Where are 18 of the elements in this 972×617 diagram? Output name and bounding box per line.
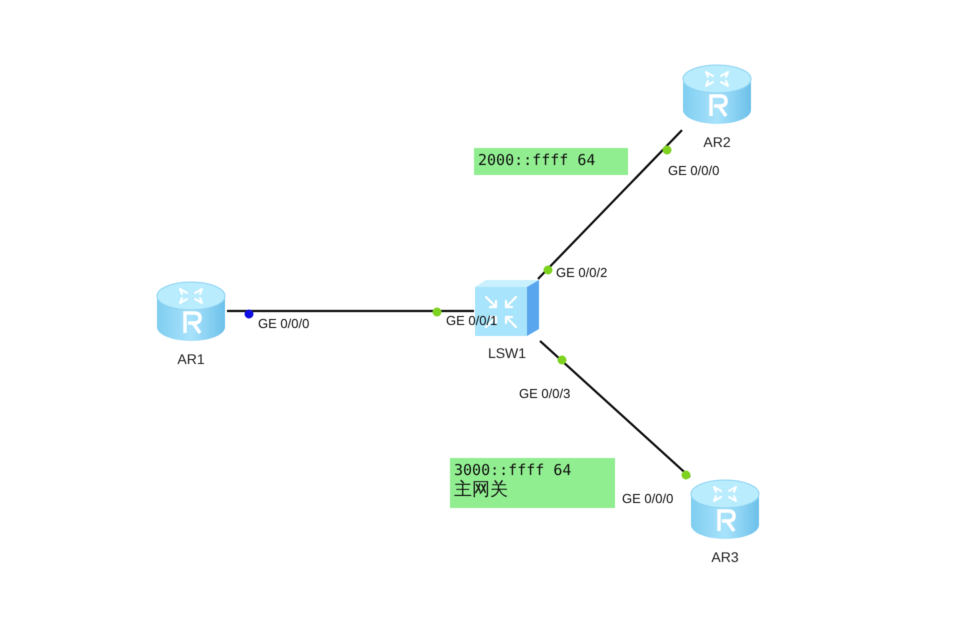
link-line	[539, 340, 691, 478]
device-label: AR2	[703, 134, 731, 150]
note-text: 2000::ffff 64	[478, 151, 596, 169]
link-line	[537, 129, 683, 280]
device-label: AR3	[711, 549, 739, 565]
device-label: LSW1	[488, 345, 526, 361]
port-label: GE 0/0/0	[668, 163, 720, 178]
port-label: GE 0/0/3	[519, 386, 570, 401]
note-text: 主网关	[454, 479, 508, 501]
address-note	[450, 458, 615, 508]
device-label: AR1	[177, 351, 205, 367]
port-label: GE 0/0/0	[622, 491, 674, 506]
port-label: GE 0/0/2	[556, 265, 608, 280]
port-label: GE 0/0/0	[258, 316, 310, 331]
address-note	[474, 148, 628, 175]
note-text: 3000::ffff 64	[454, 461, 572, 479]
link-line	[227, 310, 474, 312]
port-label: GE 0/0/1	[446, 313, 498, 328]
